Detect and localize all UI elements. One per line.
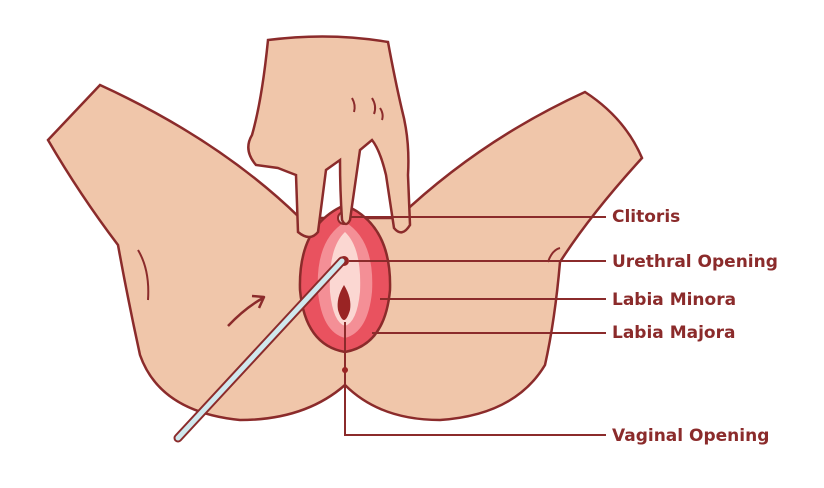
insertion-arrow-head	[251, 294, 266, 309]
label-labia-majora: Labia Majora	[612, 323, 736, 343]
vaginal-opening-mark	[337, 285, 351, 320]
label-vaginal-opening: Vaginal Opening	[612, 426, 770, 446]
catheter-tube-fill	[175, 258, 345, 441]
knuckle-line-3	[379, 107, 384, 121]
knuckle-line-1	[351, 97, 356, 113]
knuckle-line-2	[371, 97, 377, 115]
label-clitoris: Clitoris	[612, 207, 681, 227]
label-labia-minora: Labia Minora	[612, 290, 737, 310]
leader-vaginal-dot	[342, 367, 348, 373]
label-urethral-opening: Urethral Opening	[612, 252, 778, 272]
vestibule-shape	[329, 232, 361, 326]
leader-vaginal	[344, 322, 606, 436]
insertion-arrow	[227, 296, 264, 327]
left-thigh-crease	[137, 249, 150, 301]
hand-shape	[247, 35, 412, 239]
